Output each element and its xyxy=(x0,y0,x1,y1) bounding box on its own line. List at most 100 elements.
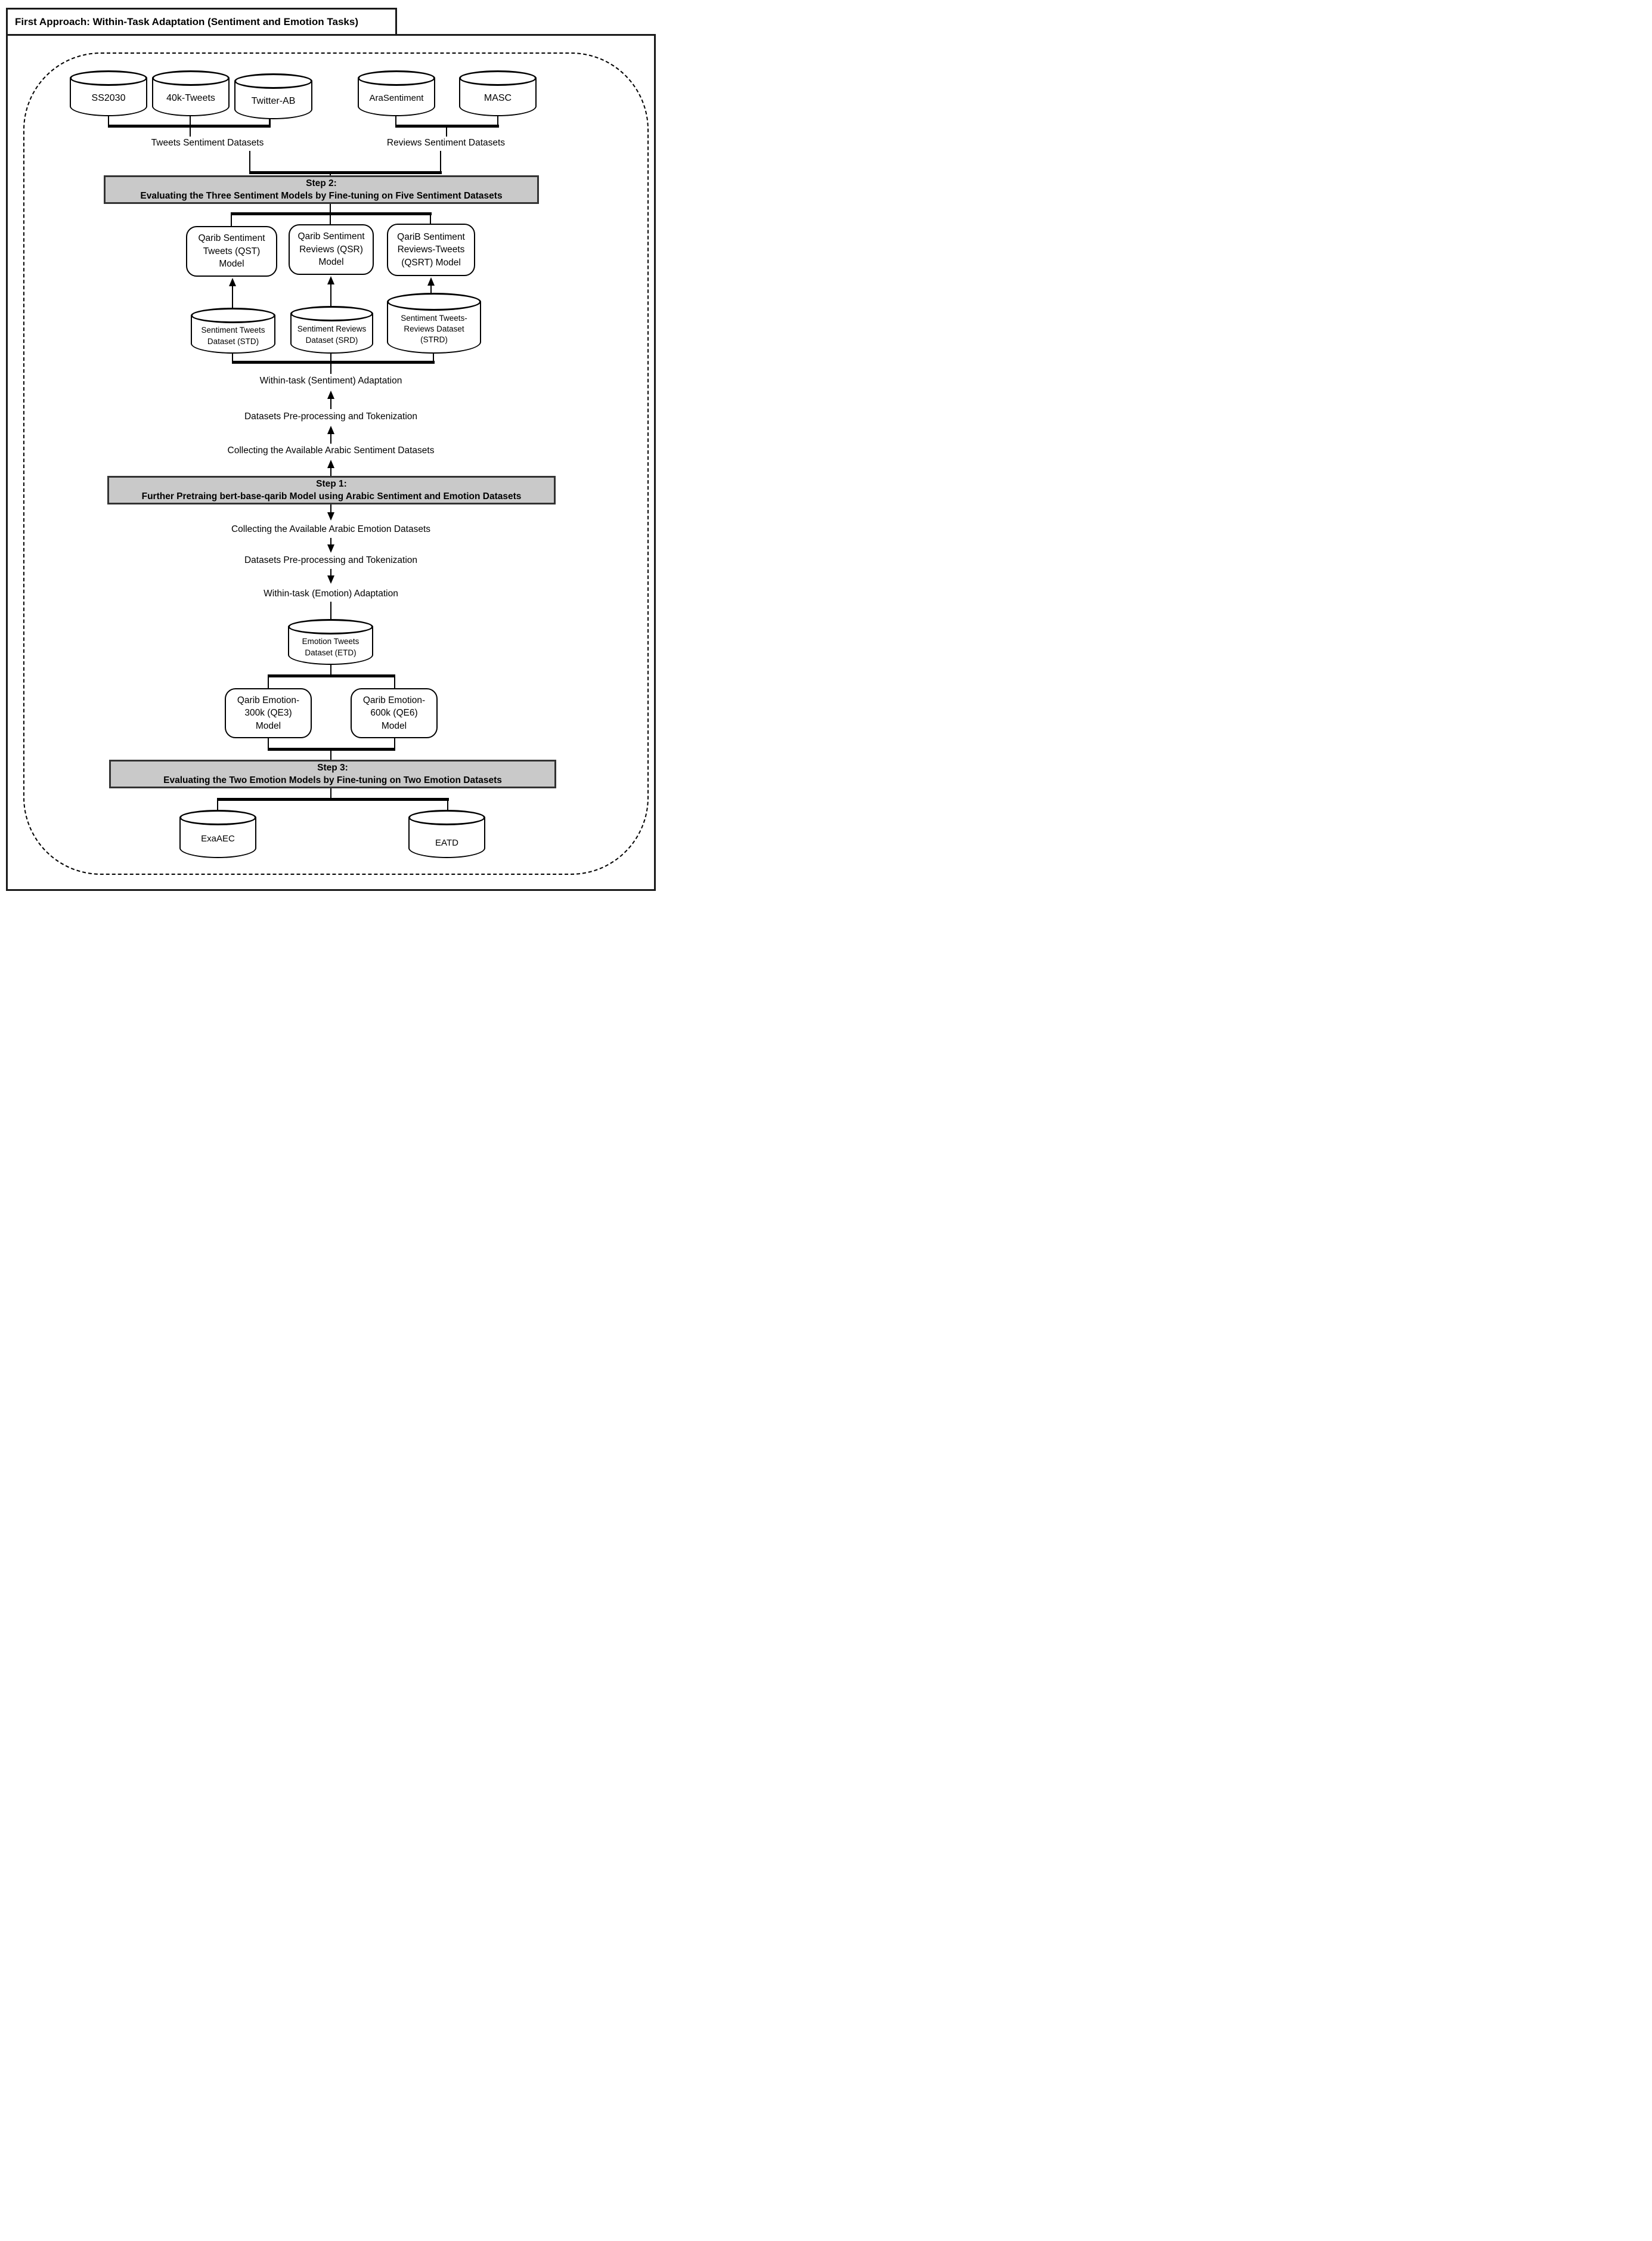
model-box-qst: Qarib Sentiment Tweets (QST) Model xyxy=(186,226,277,277)
dataset-cylinder-etd: Emotion Tweets Dataset (ETD) xyxy=(288,619,373,665)
down-arrowhead xyxy=(327,512,334,521)
model-line: 300k (QE3) xyxy=(244,708,292,719)
label-text: Collecting the Available Arabic Emotion … xyxy=(231,524,430,534)
sentiment-adaptation-label: Within-task (Sentiment) Adaptation xyxy=(152,376,510,386)
step1-banner: Step 1: Further Pretraing bert-base-qari… xyxy=(107,476,556,504)
cylinder-top-ellipse xyxy=(70,70,147,86)
cylinder-top-ellipse xyxy=(234,73,312,89)
flow-line xyxy=(439,151,442,172)
label-text: Sentiment Tweets xyxy=(201,325,265,335)
step2-description: Evaluating the Three Sentiment Models by… xyxy=(140,191,503,201)
flow-line xyxy=(497,114,499,126)
cylinder-label: MASC xyxy=(459,83,537,114)
flow-line xyxy=(269,117,271,126)
flow-line xyxy=(445,127,448,137)
flow-line xyxy=(231,352,234,362)
flow-line xyxy=(249,151,251,172)
label-text: EATD xyxy=(435,838,458,849)
label-text: 40k-Tweets xyxy=(166,93,215,104)
label-text: Collecting the Available Arabic Sentimen… xyxy=(227,445,435,456)
flow-line xyxy=(267,748,396,751)
cylinder-label: Sentiment Reviews Dataset (SRD) xyxy=(290,318,373,351)
flow-line xyxy=(329,214,331,225)
model-line: Qarib Emotion- xyxy=(362,695,426,705)
model-box-qe3: Qarib Emotion- 300k (QE3) Model xyxy=(225,688,312,738)
flow-line xyxy=(330,283,332,307)
dataset-cylinder-ss2030: SS2030 xyxy=(70,70,147,116)
flow-line xyxy=(393,677,396,688)
model-line: Tweets (QST) xyxy=(203,246,261,256)
cylinder-top-ellipse xyxy=(387,293,481,311)
label-text: Dataset (ETD) xyxy=(305,648,357,657)
dataset-cylinder-40k-tweets: 40k-Tweets xyxy=(152,70,230,116)
flow-line xyxy=(189,127,191,137)
flow-line xyxy=(230,214,233,227)
label-text: Twitter-AB xyxy=(251,96,296,107)
model-box-qe6: Qarib Emotion- 600k (QE6) Model xyxy=(351,688,438,738)
dataset-cylinder-srd: Sentiment Reviews Dataset (SRD) xyxy=(290,306,373,354)
cylinder-label: Twitter-AB xyxy=(234,86,312,117)
label-text: Reviews Sentiment Datasets xyxy=(386,138,506,148)
label-text: Within-task (Emotion) Adaptation xyxy=(264,589,398,599)
model-line: Model xyxy=(219,259,244,270)
flow-line xyxy=(395,114,397,126)
cylinder-top-ellipse xyxy=(290,306,373,321)
step1-description: Further Pretraing bert-base-qarib Model … xyxy=(141,491,522,502)
dashed-approach-boundary xyxy=(23,52,649,875)
cylinder-label: Sentiment Tweets Dataset (STD) xyxy=(191,320,275,351)
cylinder-label: Emotion Tweets Dataset (ETD) xyxy=(288,632,373,663)
model-line: Model xyxy=(381,720,407,731)
cylinder-top-ellipse xyxy=(408,810,485,825)
step2-heading: Step 2: xyxy=(306,178,337,188)
down-arrowhead xyxy=(327,575,334,584)
flow-line xyxy=(395,125,499,128)
step3-banner: Step 3: Evaluating the Two Emotion Model… xyxy=(109,760,556,788)
model-line: Reviews (QSR) xyxy=(299,244,363,255)
flow-line xyxy=(107,114,110,126)
up-arrowhead xyxy=(228,278,236,286)
flow-line xyxy=(429,214,432,224)
flow-line xyxy=(393,738,396,749)
emotion-preprocessing-label: Datasets Pre-processing and Tokenization xyxy=(152,555,510,566)
flow-line xyxy=(267,738,269,749)
flow-line xyxy=(231,285,234,309)
flow-line xyxy=(189,114,191,126)
dataset-cylinder-std: Sentiment Tweets Dataset (STD) xyxy=(191,308,275,354)
flow-line xyxy=(330,504,332,513)
label-text: MASC xyxy=(483,93,512,104)
label-text: AraSentiment xyxy=(369,93,424,104)
up-arrowhead xyxy=(327,460,334,468)
label-text: Within-task (Sentiment) Adaptation xyxy=(259,376,402,386)
model-box-qsr: Qarib Sentiment Reviews (QSR) Model xyxy=(289,224,374,275)
flow-line xyxy=(249,171,442,174)
sentiment-preprocessing-label: Datasets Pre-processing and Tokenization xyxy=(152,411,510,422)
step3-heading: Step 3: xyxy=(317,763,348,773)
label-text: Emotion Tweets xyxy=(302,636,359,646)
cylinder-label: AraSentiment xyxy=(358,83,435,114)
cylinder-top-ellipse xyxy=(358,70,435,86)
label-text: (STRD) xyxy=(420,335,448,344)
flow-line xyxy=(330,569,332,577)
dataset-cylinder-eatd: EATD xyxy=(408,810,485,858)
cylinder-top-ellipse xyxy=(459,70,537,86)
flow-line xyxy=(330,467,332,476)
label-text: SS2030 xyxy=(91,93,126,104)
label-text: Sentiment Reviews xyxy=(297,324,367,334)
step1-heading: Step 1: xyxy=(316,479,347,489)
dataset-cylinder-exaaec: ExaAEC xyxy=(179,810,256,858)
sentiment-collecting-label: Collecting the Available Arabic Sentimen… xyxy=(152,445,510,456)
flow-line xyxy=(330,751,332,760)
model-line: QariB Sentiment xyxy=(397,231,465,242)
step2-banner: Step 2: Evaluating the Three Sentiment M… xyxy=(104,175,539,204)
label-text: ExaAEC xyxy=(201,834,235,844)
model-line: Qarib Emotion- xyxy=(237,695,300,705)
dataset-cylinder-twitter-ab: Twitter-AB xyxy=(234,73,312,119)
flow-line xyxy=(329,172,331,177)
tweets-group-label: Tweets Sentiment Datasets xyxy=(118,138,297,148)
cylinder-top-ellipse xyxy=(152,70,230,86)
flow-line xyxy=(330,364,332,374)
dataset-cylinder-masc: MASC xyxy=(459,70,537,116)
label-text: Datasets Pre-processing and Tokenization xyxy=(244,555,418,565)
flow-line xyxy=(330,602,332,620)
flow-line xyxy=(329,204,331,213)
